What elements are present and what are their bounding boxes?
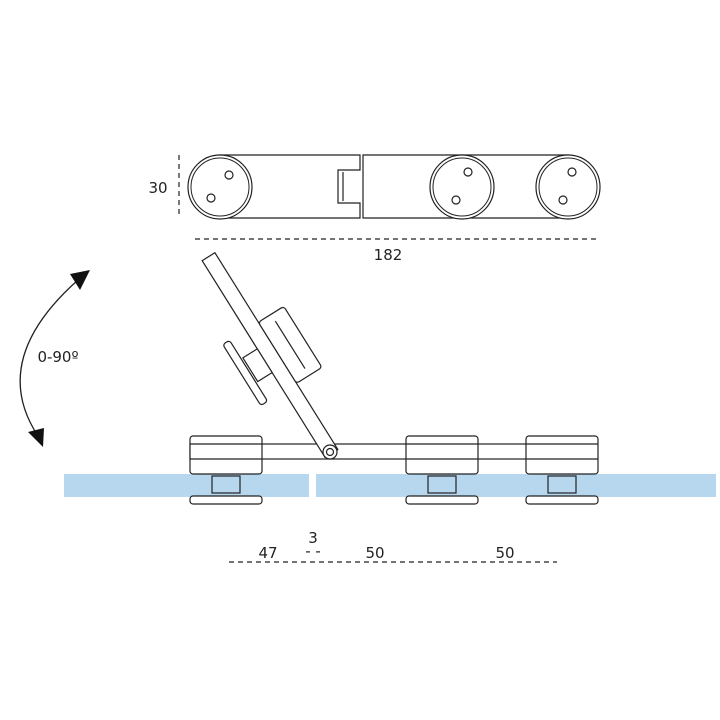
rotation-arrow: 0-90º xyxy=(19,270,90,447)
left-leaf xyxy=(219,154,361,219)
dim-50-second: 50 xyxy=(495,544,514,562)
height-dimension-label: 30 xyxy=(148,179,167,197)
left-mount-disc xyxy=(187,154,253,220)
side-view: 47 3 - - 50 50 xyxy=(64,251,716,563)
right-mount-disc xyxy=(535,154,601,220)
right-glass-panel xyxy=(316,474,716,497)
dim-50-first: 50 xyxy=(365,544,384,562)
angle-label: 0-90º xyxy=(37,348,78,366)
arrowhead-down-icon xyxy=(28,428,44,447)
top-view: 30 182 xyxy=(148,154,601,264)
left-glass-panel xyxy=(64,474,309,497)
middle-mount-disc xyxy=(429,154,495,220)
dim-3: 3 xyxy=(308,529,318,547)
dim-3-marker: - - xyxy=(305,542,321,560)
hinge-pin xyxy=(322,444,338,460)
dim-47: 47 xyxy=(258,544,277,562)
arrowhead-up-icon xyxy=(70,270,90,290)
length-dimension-label: 182 xyxy=(374,246,403,264)
rotated-leaf xyxy=(201,251,339,459)
